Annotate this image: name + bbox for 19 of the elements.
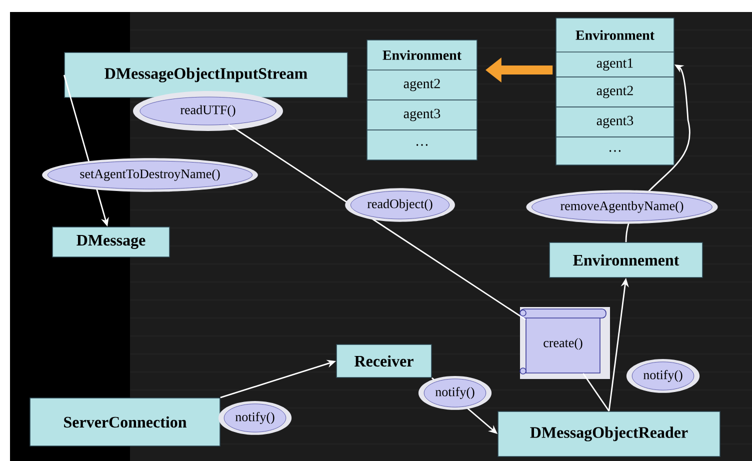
- edge-label: setAgentToDestroyName(): [42, 158, 258, 192]
- class-box: DMessagObjectReader: [498, 411, 720, 457]
- class-box: ServerConnection: [30, 398, 220, 446]
- edge-label: notify(): [418, 376, 492, 410]
- table-row: agent2: [366, 70, 478, 100]
- table-row: agent3: [556, 106, 674, 138]
- class-box: Receiver: [336, 344, 432, 378]
- table-row: …: [366, 130, 478, 160]
- edge-label: readObject(): [345, 188, 455, 222]
- edge-label: notify(): [218, 401, 292, 435]
- table-row: …: [556, 136, 674, 166]
- table-row: agent2: [556, 76, 674, 108]
- edge-label: removeAgentbyName(): [526, 190, 718, 224]
- class-box: DMessageObjectInputStream: [64, 52, 348, 98]
- table-row: agent3: [366, 100, 478, 130]
- class-box: DMessage: [52, 226, 170, 258]
- class-box: Environnement: [549, 242, 703, 278]
- table-row: agent1: [556, 52, 674, 78]
- edge-label: notify(): [626, 359, 700, 393]
